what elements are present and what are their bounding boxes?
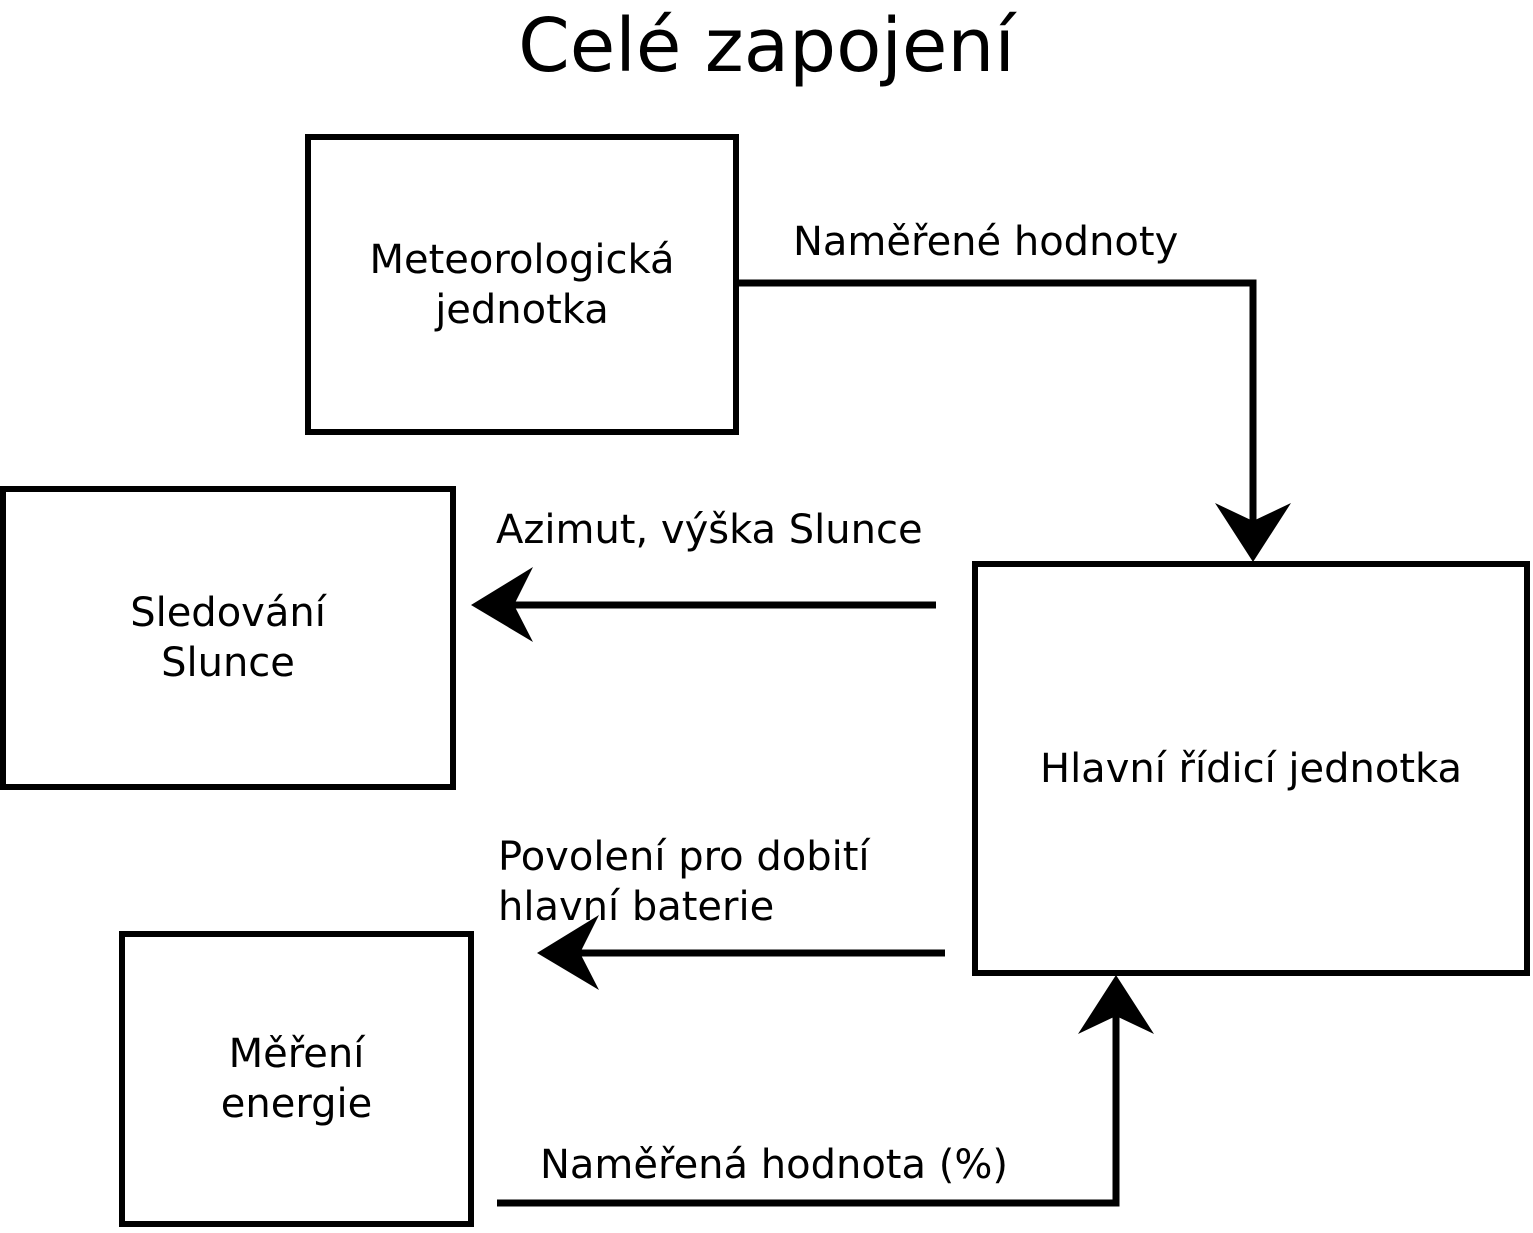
node-hlavni-ridici-jednotka-label: Hlavní řídicí jednotka bbox=[1039, 745, 1463, 792]
edge-meteo-to-main-line bbox=[739, 279, 1257, 524]
node-sledovani-slunce-label: Sledování Slunce bbox=[130, 590, 326, 686]
edge-main-to-sun-arrowhead bbox=[471, 567, 533, 642]
edge-meteo-to-main-arrowhead bbox=[1215, 503, 1291, 562]
diagram-title: Celé zapojení bbox=[518, 3, 1015, 89]
node-mereni-energie[interactable]: Měření energie bbox=[119, 931, 474, 1227]
edge-label-azimut-vyska-slunce: Azimut, výška Slunce bbox=[496, 507, 923, 553]
edge-main-to-sun bbox=[471, 567, 936, 642]
node-sledovani-slunce[interactable]: Sledování Slunce bbox=[0, 486, 456, 790]
node-meteorologicka-jednotka-label: Meteorologická jednotka bbox=[369, 236, 675, 333]
node-hlavni-ridici-jednotka[interactable]: Hlavní řídicí jednotka bbox=[972, 561, 1530, 976]
edge-label-povoleni-pro-dobiti-hlavni-baterie: Povolení pro dobití hlavní baterie bbox=[498, 834, 870, 930]
node-meteorologicka-jednotka[interactable]: Meteorologická jednotka bbox=[305, 134, 739, 435]
node-mereni-energie-label: Měření energie bbox=[220, 1031, 373, 1127]
edge-label-namerene-hodnoty: Naměřené hodnoty bbox=[793, 219, 1179, 265]
edge-label-namerena-hodnota-procenta: Naměřená hodnota (%) bbox=[540, 1142, 1008, 1188]
edge-energy-to-main-arrowhead bbox=[1078, 975, 1154, 1034]
